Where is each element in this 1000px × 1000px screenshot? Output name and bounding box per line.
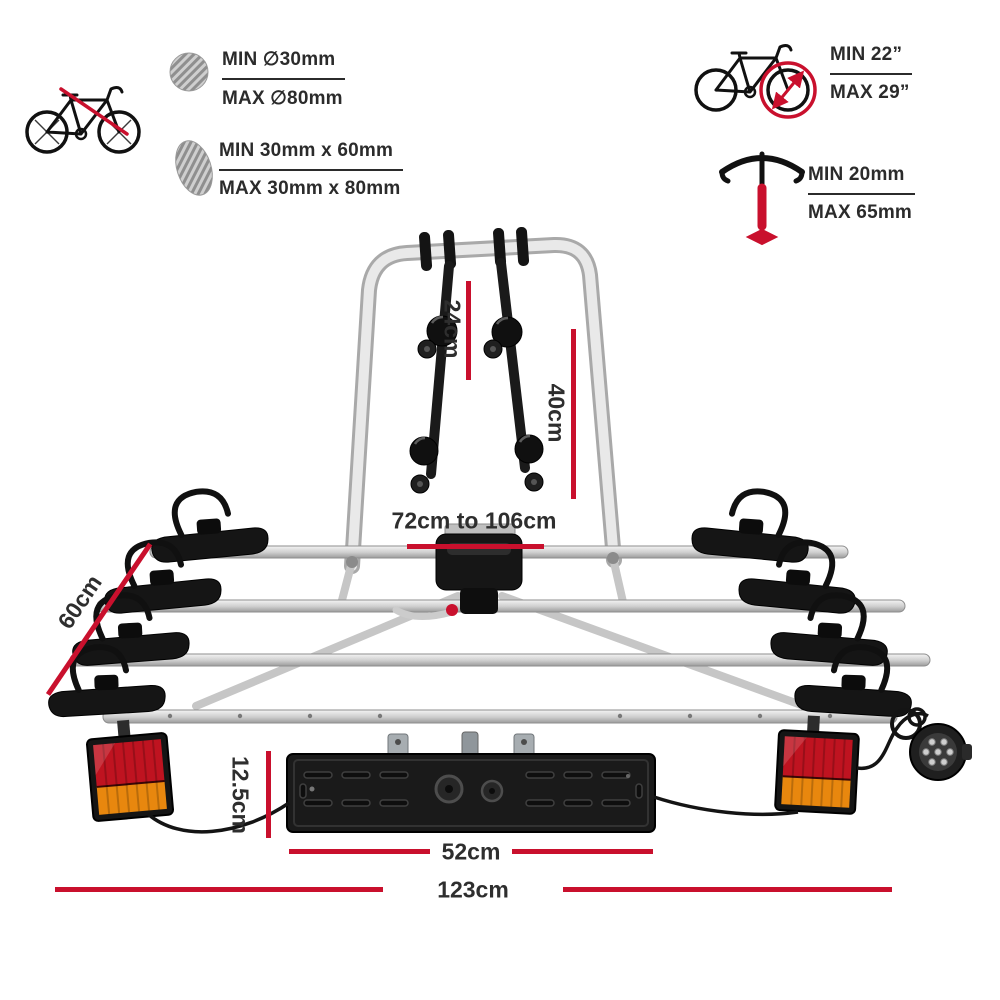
plate-brackets <box>387 731 535 759</box>
spec-clamp-oval-max: MAX 30mm x 80mm <box>219 178 401 199</box>
spec-clamp-diameter-min: MIN ∅30mm <box>222 49 336 70</box>
spec-tyre-width-min: MIN 20mm <box>808 164 905 185</box>
spec-tyre-width-max: MAX 65mm <box>808 202 913 223</box>
dim-label-arm-drop: 24cm <box>439 299 466 359</box>
spec-wheel-size-max: MAX 29” <box>830 82 910 103</box>
license-plate-holder <box>286 753 656 833</box>
tail-light-right <box>774 715 860 815</box>
oval-tube-icon <box>175 140 213 196</box>
road-bike-icon <box>25 86 141 154</box>
tail-light-left <box>85 719 175 822</box>
dim-label-plate-width: 52cm <box>441 838 501 865</box>
clamp-arms <box>426 258 530 479</box>
wiring <box>146 707 929 834</box>
trailer-plug <box>909 723 972 781</box>
wheel-diameter-arrow <box>771 70 805 110</box>
spec-clamp-diameter-max: MAX ∅80mm <box>222 88 343 109</box>
dim-label-plate-height: 12.5cm <box>227 755 254 835</box>
dim-line-52cm-right <box>512 849 653 854</box>
wheel-size-bike-icon <box>694 44 817 119</box>
dim-label-upright-height: 40cm <box>543 383 570 443</box>
round-tube-icon <box>169 52 209 92</box>
frame-highlight-line <box>59 87 129 136</box>
handlebar-tyre-icon <box>719 151 805 246</box>
dim-line-123cm-left <box>55 887 383 892</box>
frame-clamp-straps <box>419 226 530 271</box>
rack-upright-arch <box>344 237 622 574</box>
spec-clamp-diameter: MIN ∅30mm MAX ∅80mm <box>222 48 346 110</box>
dim-line-24cm <box>466 281 471 380</box>
spec-clamp-oval: MIN 30mm x 60mm MAX 30mm x 80mm <box>219 140 404 200</box>
dim-line-52cm-left <box>289 849 430 854</box>
dim-line-12-5cm <box>266 751 271 838</box>
dim-line-123cm-right <box>563 887 892 892</box>
dim-label-crossbar-range: 72cm to 106cm <box>391 507 557 534</box>
spec-wheel-size-min: MIN 22” <box>830 44 903 65</box>
ball-clamps <box>409 315 544 494</box>
dim-line-40cm <box>571 329 576 499</box>
spec-clamp-oval-min: MIN 30mm x 60mm <box>219 140 394 161</box>
spec-wheel-size: MIN 22” MAX 29” <box>830 44 913 104</box>
wheel-diameter-circle <box>759 61 817 119</box>
spec-tyre-width: MIN 20mm MAX 65mm <box>808 164 915 224</box>
dim-line-72-106 <box>407 544 544 549</box>
dim-label-overall-width: 123cm <box>437 876 509 903</box>
